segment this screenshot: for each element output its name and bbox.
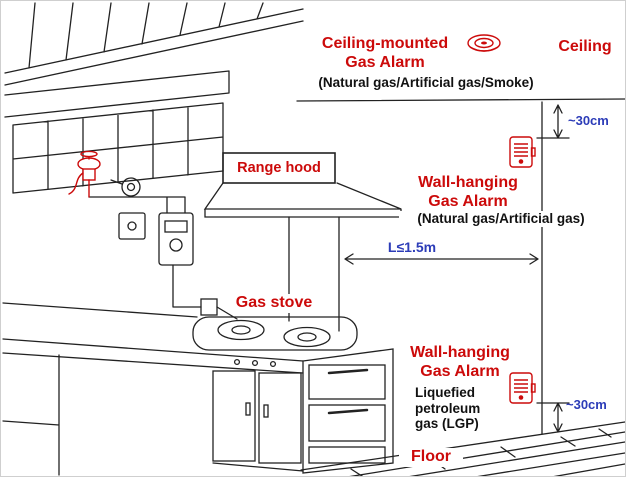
wall-alarm-lpg-title: Wall-hanging Gas Alarm — [410, 344, 510, 380]
gas-stove-label: Gas stove — [230, 294, 318, 313]
top-clearance-label: ~30cm — [568, 113, 609, 128]
tiled-wall — [12, 102, 224, 194]
pipe-valve-knob-icon — [110, 177, 141, 197]
soffit-beam — [4, 70, 230, 118]
wall-switch-box — [118, 212, 146, 240]
dimension-distance-line — [344, 253, 539, 265]
gas-meter-icon — [158, 212, 194, 266]
counter-and-cabinets — [2, 302, 304, 476]
wall-alarm-lpg-subtitle: Liquefied petroleum gas (LGP) — [415, 385, 481, 432]
ceiling-gas-alarm-icon — [467, 34, 501, 52]
drawer-unit — [302, 348, 394, 474]
wall-alarm-gas-subtitle: (Natural gas/Artificial gas) — [399, 211, 603, 227]
red-gas-valve-icon — [68, 150, 101, 198]
ceiling-alarm-title: Ceiling-mounted Gas Alarm — [321, 35, 449, 71]
ceiling-alarm-subtitle: (Natural gas/Artificial gas/Smoke) — [318, 75, 534, 90]
stove-distance-label: L≤1.5m — [357, 239, 467, 256]
wall-gas-alarm-icon — [509, 136, 536, 168]
dimension-bottom-30cm — [536, 402, 570, 433]
dimension-top-30cm — [536, 104, 570, 139]
wall-alarm-gas-title: Wall-hanging Gas Alarm — [418, 174, 518, 210]
bottom-clearance-label: ~30cm — [566, 397, 607, 412]
floor-label: Floor — [399, 448, 463, 467]
ceiling-planks — [4, 2, 304, 86]
gas-stove-drawing — [192, 316, 358, 368]
ceiling-label: Ceiling — [558, 38, 612, 55]
gas-pipes — [88, 196, 238, 320]
right-wall-and-ceiling-lines — [296, 98, 625, 435]
range-hood-label: Range hood — [237, 159, 321, 176]
